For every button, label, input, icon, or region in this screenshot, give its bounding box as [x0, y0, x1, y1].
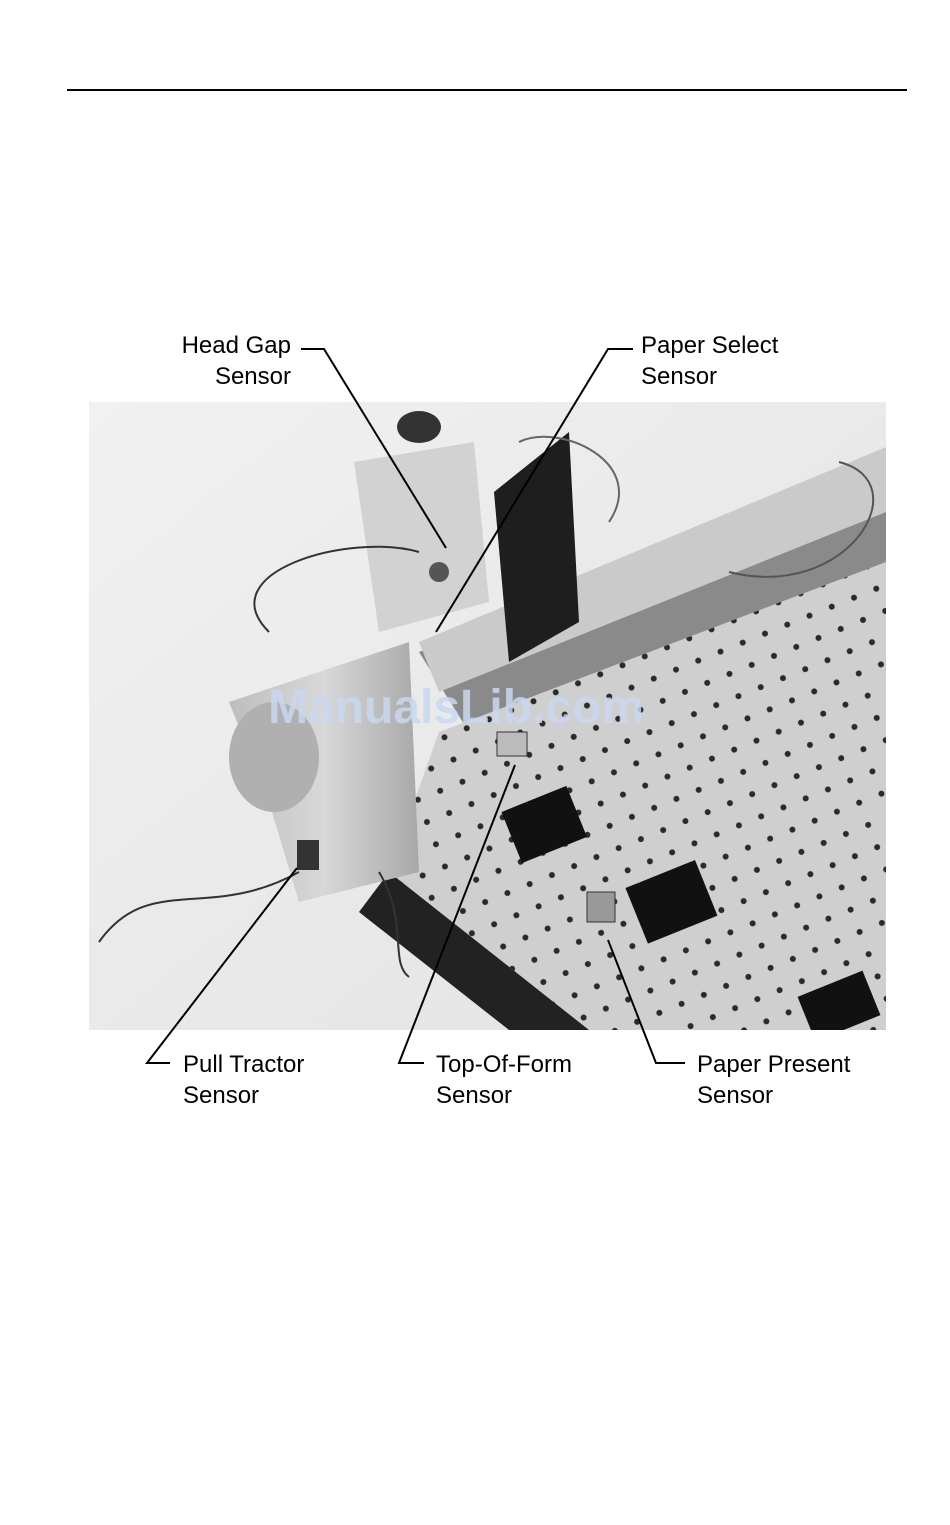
tower-screw [429, 562, 449, 582]
knob [397, 411, 441, 443]
label-line-1: Top-Of-Form [436, 1049, 572, 1080]
label-line-2: Sensor [697, 1080, 850, 1111]
pull-tractor-sensor-part [297, 840, 319, 870]
label-top-of-form-sensor: Top-Of-Form Sensor [436, 1049, 572, 1111]
label-paper-present-sensor: Paper Present Sensor [697, 1049, 850, 1111]
label-paper-select-sensor: Paper Select Sensor [641, 330, 778, 392]
label-line-1: Paper Select [641, 330, 778, 361]
label-line-2: Sensor [150, 361, 291, 392]
label-line-1: Paper Present [697, 1049, 850, 1080]
label-line-2: Sensor [436, 1080, 572, 1111]
label-head-gap-sensor: Head Gap Sensor [150, 330, 291, 392]
label-line-1: Pull Tractor [183, 1049, 304, 1080]
paper-present-sensor-part [587, 892, 615, 922]
top-of-form-sensor-part [497, 732, 527, 756]
label-pull-tractor-sensor: Pull Tractor Sensor [183, 1049, 304, 1111]
watermark-text: ManualsLib.com [268, 680, 644, 735]
label-line-1: Head Gap [150, 330, 291, 361]
label-line-2: Sensor [183, 1080, 304, 1111]
header-rule [67, 89, 907, 91]
label-line-2: Sensor [641, 361, 778, 392]
